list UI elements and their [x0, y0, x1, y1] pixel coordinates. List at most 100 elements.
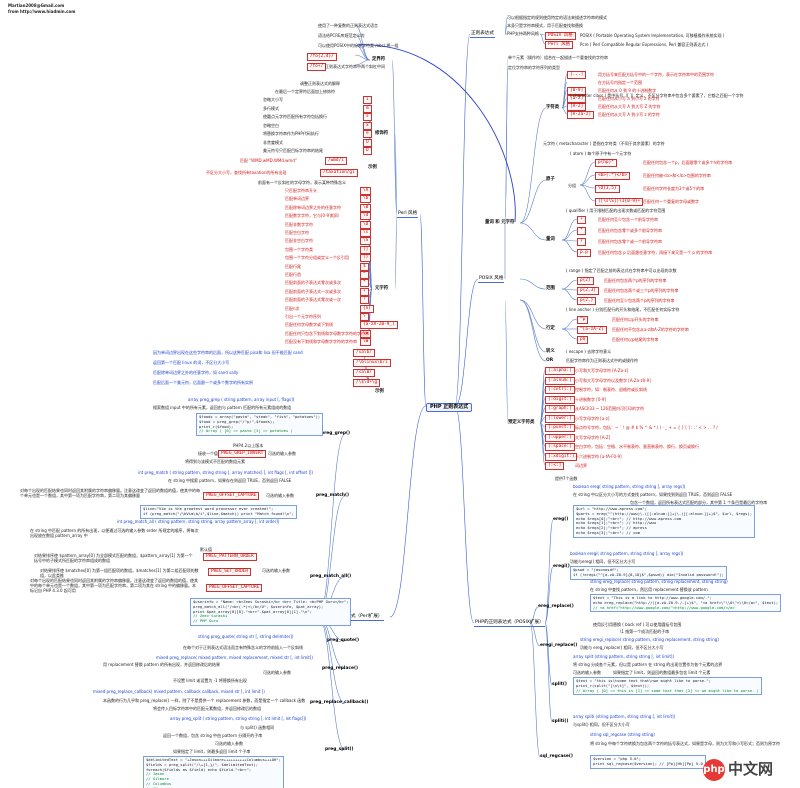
class-key: [:alnum:] — [545, 376, 575, 385]
atom-desc: 匹配任何字符长度为3个或5个的串 — [643, 186, 705, 191]
brackets-title: 字符类 — [546, 105, 560, 110]
metachar-desc: 匹配非数字字符 — [285, 221, 313, 227]
quantifier-desc: 匹配任何至少包含一个前导字符串 — [598, 217, 658, 222]
posix-funcs-intro: 提供7个函数 — [555, 476, 578, 481]
metachar-desc: 匹配单词边界 — [285, 196, 309, 202]
preg-match-all-code: $userinfo = "Name: <b>Zeev Suraski</b> <… — [190, 598, 352, 626]
metachar-desc: 匹配空白字符 — [285, 230, 309, 235]
atom-key: \D{3,5} — [595, 185, 620, 193]
preg-match-flag-desc: 可选的输入参数 — [266, 493, 294, 498]
example-desc: 因为单词边界出现在这些字符串的后面，所以这种匹配 pisa和 lisa 但不能匹… — [153, 350, 303, 355]
class-desc: 十六进制字符 [a-fA-F0-9] — [575, 453, 622, 459]
php-logo-icon: php — [703, 758, 725, 781]
metachar-key: \w — [360, 329, 372, 338]
code-line: $url = "http://www.apress.com"; — [576, 506, 647, 511]
code-line: print_r($food); — [199, 423, 234, 429]
modifier-desc: 美元符号只匹配目标字符串的结尾 — [263, 148, 323, 153]
delimiter-item: 使用了一种复数的正则表达式语言 — [318, 23, 378, 28]
quantifiers-intro: ( qualifier ) 用于限制匹配的出现次数或匹配的字符范围 — [566, 208, 666, 213]
class-key: [:xdigit:] — [545, 452, 578, 461]
connector — [519, 299, 547, 353]
metachar-key: * — [360, 279, 369, 288]
or-desc: 匹配字符串作为正则表达式中的或操作符 — [566, 358, 638, 363]
class-desc: 小写和大写字母字符以及数字 [A-Za-z0-9] — [575, 377, 651, 383]
regex-def-node: 正则表达式 — [470, 31, 495, 38]
anchors-title: 行定 — [546, 326, 555, 331]
metachar-desc: 匹配任何字母数字或下划线 — [285, 322, 333, 328]
modifiers-pre: 在最后一个定界符后面加上修饰符 — [275, 89, 335, 94]
code-line: echo $regs[3];"<br>"; // com — [576, 529, 641, 535]
bracket-desc: 匹配任何从大写 A 到小写 z 的字符 — [598, 112, 660, 117]
bracket-key: [a-z] — [567, 95, 587, 103]
preg-quote-func: preg_quote() — [327, 638, 359, 643]
modifier-key: D — [363, 147, 372, 155]
split-limit: 可选的输入参数 — [573, 670, 601, 675]
metachar-key: ? — [360, 296, 369, 305]
code-line: echo $regs[2];"<br>"; // apress — [576, 525, 647, 531]
posix-funcs-node: PHP的正则表达式（POSIX扩展） — [474, 620, 545, 627]
preg-split-func: preg_split() — [325, 747, 354, 752]
example-pattern: /\blinux\b/i — [353, 359, 391, 367]
delimiter-item: 可以使用POSIX中的标准字符类 /abc/ 将一组 — [318, 43, 399, 48]
connector — [454, 405, 475, 624]
connector — [529, 606, 539, 624]
class-key: [:space:] — [545, 443, 575, 451]
connector — [354, 24, 371, 61]
delimiter-item: 语法给PCRE库规范定义的 — [318, 33, 365, 38]
quantifier-desc: 匹配任何包含 p 后面跟任意字符，再接下来又是一个 p 的字符串 — [598, 250, 713, 255]
range-desc: 匹配任何包含两个或三个p的序列的字符串 — [604, 288, 679, 293]
code-line: // Columbus — [146, 780, 172, 786]
metachar-key: \S — [360, 237, 372, 246]
delimiter-item: /fo+/ — [307, 63, 327, 71]
anchor-key: ^[a-zA-Z] — [577, 326, 607, 334]
code-line: // Array ( [0] => pasta [3] => potatoes … — [199, 428, 293, 434]
posix-style-node: POSIX 风格 — [478, 276, 505, 283]
modifiers-header: 调整正则表达式的解释 — [300, 81, 340, 86]
modifier-desc: 忽略空白 — [263, 122, 279, 128]
regex-def-item: 可以根据指定的规则使用特定的语法来描述字符串的模式 — [507, 15, 607, 20]
quantifier-key: ? — [577, 238, 586, 246]
code-line: $fields = preg_split("/\+{1,}/", $delimi… — [146, 761, 259, 767]
code-line: // Zeev Suraski — [193, 613, 228, 619]
connector — [579, 184, 596, 202]
preg-match-code: $line="Vim is the greatest word processo… — [140, 505, 297, 519]
connector — [354, 44, 371, 61]
connector — [561, 229, 578, 241]
atoms-group-label: 分组 — [568, 183, 576, 188]
metachar-key: \b — [360, 195, 372, 204]
connector — [561, 328, 578, 340]
connector — [561, 318, 578, 330]
author-email: Martian2008@Gmail.com — [8, 3, 65, 8]
metachar-key: \s — [360, 229, 372, 237]
eregi-desc: 功能与ereg() 相同，但不区分大小写 — [570, 559, 636, 564]
metachar-desc: 引出一个元字符序列 — [285, 314, 321, 319]
style-desc: Pcre ( Perl Compatible Regular Expressio… — [580, 42, 709, 47]
ereg-replace-note2: \1 指第一个成功匹配的子串 — [620, 629, 670, 634]
split-sig: array split (string pattern, string stri… — [573, 654, 675, 659]
class-key: [:graph:] — [545, 405, 575, 413]
class-key: [:upper:] — [545, 433, 575, 442]
anchors-intro: ( line anchor ) 分别匹配行的开头和结尾，不匹配任何实际字符 — [566, 307, 680, 312]
bracket-desc: 匹配任何从 0 到 9 的十进制数字 — [598, 88, 657, 93]
preg-grep-sig: array preg_grep ( string pattern, array … — [188, 397, 295, 402]
author-site: from http://www.hiadmin.com — [8, 9, 76, 14]
style-tag: POSIX 风格 — [545, 32, 576, 40]
preg-match-sig: int preg_match ( string pattern, string … — [138, 470, 314, 475]
class-key: [:<:] — [545, 462, 565, 470]
modifier-desc: 将替换字符串作为PHP代码执行 — [263, 131, 319, 136]
metachar-key: [] — [360, 245, 372, 254]
metachar-key: \D — [360, 220, 372, 229]
connector — [579, 161, 596, 186]
preg-grep-func: preg_grep() — [321, 431, 351, 436]
style-desc: POSIX ( Portable Operating System Implem… — [580, 33, 725, 38]
metachar-note: 元字符 ( metacharacter ) 是指在字符类（不同于其余要素）的字符 — [543, 141, 665, 146]
code-line: $text = "This is a link to http://www.go… — [593, 595, 712, 600]
class-desc: 小写和大写字母字符 [A-Za-z] — [575, 368, 629, 373]
example-desc: 匹配除单词边界之外的任意字符，如 sand sally — [153, 370, 239, 375]
connector — [454, 33, 471, 407]
modifier-desc: 非贪婪模式 — [263, 139, 283, 145]
metachar-key: {n} — [360, 304, 374, 313]
ereg-note-desc: 包含一个数组，返回所有表达式匹配的部分，其中第 1 个条目是最后的字符串 — [630, 500, 768, 505]
metachar-key: \A — [360, 187, 372, 195]
